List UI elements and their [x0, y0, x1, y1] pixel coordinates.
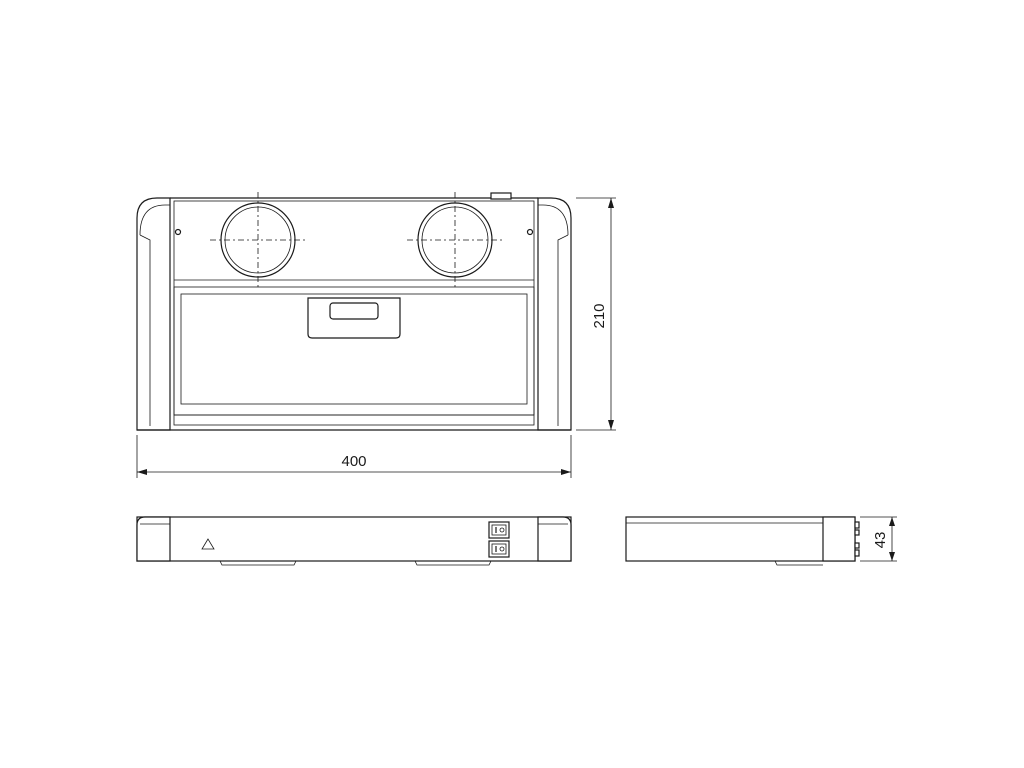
- end-switch-lower-top: [854, 542, 860, 549]
- lamp-right: [407, 192, 503, 288]
- bottom-left-cap: [136, 516, 171, 562]
- rocker-switch-icon: [491, 543, 507, 555]
- switch-upper: [488, 521, 510, 539]
- right-end-cap: [537, 197, 572, 431]
- dimension-depth: 43: [860, 516, 897, 562]
- drawer-inner: [180, 293, 528, 405]
- right-cap-curve: [538, 204, 569, 236]
- rocker-switch-icon: [491, 524, 507, 536]
- depth-arrow-top: [889, 517, 895, 526]
- width-arrow-right: [561, 469, 571, 475]
- drawer-outer: [173, 286, 535, 416]
- height-arrow-bottom: [608, 420, 614, 430]
- bottom-view: [136, 516, 572, 566]
- depth-arrow-bottom: [889, 552, 895, 561]
- lamp-left: [210, 192, 306, 288]
- left-end-cap: [136, 197, 171, 431]
- switch-lower-frame: [488, 540, 510, 558]
- inner-frame: [173, 200, 535, 426]
- warning-triangle-icon: [201, 538, 215, 550]
- handle-grip: [329, 302, 379, 320]
- end-body: [625, 516, 856, 562]
- screw-right-icon: [526, 228, 534, 236]
- screw-left-icon: [174, 228, 182, 236]
- dimension-height: 210: [576, 197, 616, 431]
- switch-upper-frame: [488, 521, 510, 539]
- width-label: 400: [341, 453, 366, 470]
- top-knob: [490, 192, 512, 200]
- switch-lower-off-mark: [499, 546, 505, 552]
- end-foot: [774, 560, 823, 566]
- left-cap-inner: [139, 234, 151, 426]
- right-cap-inner: [557, 234, 569, 426]
- end-switch-upper-bottom: [854, 529, 860, 536]
- bottom-foot-left: [219, 560, 297, 566]
- bottom-right-cap: [537, 516, 572, 562]
- depth-label: 43: [872, 532, 889, 549]
- bottom-foot-right: [414, 560, 492, 566]
- end-view: [625, 516, 860, 566]
- height-arrow-top: [608, 198, 614, 208]
- drawer-handle: [307, 297, 401, 339]
- bottom-body: [136, 516, 572, 562]
- end-switch-lower-bottom: [854, 549, 860, 557]
- end-switch-upper-top: [854, 521, 860, 529]
- left-cap-curve: [139, 204, 170, 236]
- dimension-width: 400: [136, 435, 572, 478]
- width-arrow-left: [137, 469, 147, 475]
- switch-lower: [488, 540, 510, 558]
- switch-upper-off-mark: [499, 527, 505, 533]
- height-label: 210: [591, 303, 608, 328]
- front-view: [136, 192, 572, 431]
- end-cap: [822, 516, 856, 562]
